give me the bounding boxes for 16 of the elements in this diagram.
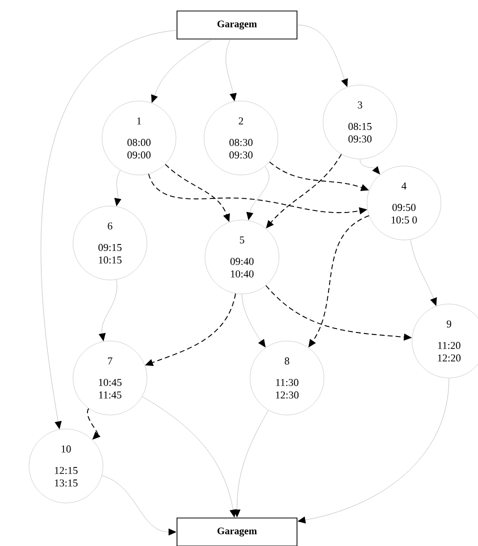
arrow xyxy=(98,279,118,341)
arrow xyxy=(297,24,348,87)
arrow xyxy=(246,166,270,220)
arrow xyxy=(242,294,266,348)
arrow xyxy=(114,170,122,206)
garage-box: Garagem xyxy=(176,10,298,40)
arrow xyxy=(40,30,177,429)
arrow xyxy=(298,378,450,524)
arrow xyxy=(142,396,236,518)
arrow xyxy=(226,39,237,101)
arrow xyxy=(102,475,176,536)
arrow xyxy=(151,39,212,103)
arrow xyxy=(360,158,380,174)
arrow xyxy=(410,239,437,306)
garage-box: Garagem xyxy=(176,518,298,546)
arrow xyxy=(234,410,269,518)
